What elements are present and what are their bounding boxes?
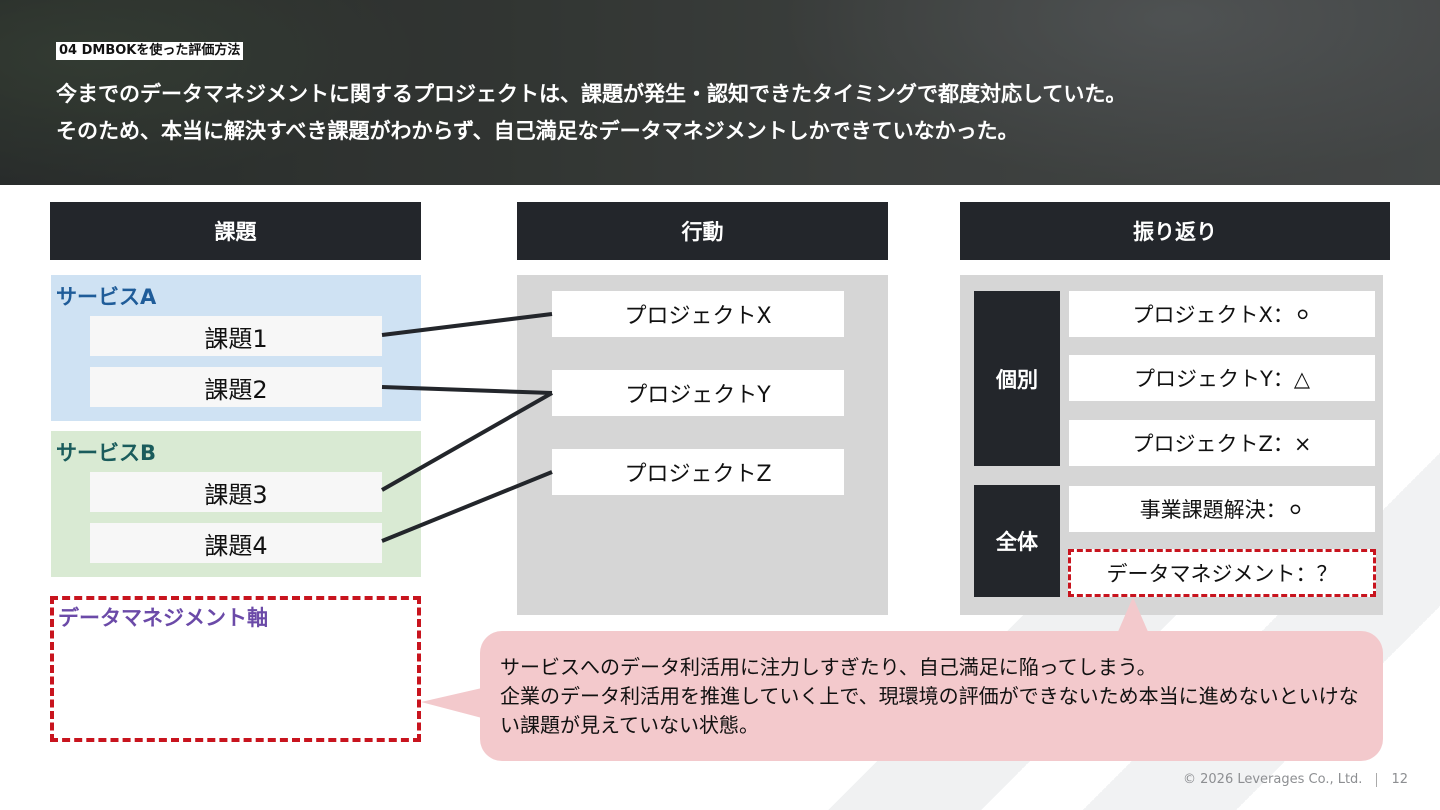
issue-3: 課題3 <box>90 472 382 512</box>
section-tag: 04 DMBOKを使った評価方法 <box>56 42 243 60</box>
service-a-group: サービスA 課題1 課題2 <box>51 275 421 421</box>
service-b-group: サービスB 課題3 課題4 <box>51 431 421 577</box>
callout-text: サービスへのデータ利活用に注力しすぎたり、自己満足に陥ってしまう。 企業のデータ… <box>500 653 1370 740</box>
actions-column-header: 行動 <box>517 202 888 260</box>
review-project-z: プロジェクトZ：× <box>1069 420 1375 466</box>
footer: © 2026 Leverages Co., Ltd. 12 <box>1183 772 1408 787</box>
callout-bubble: サービスへのデータ利活用に注力しすぎたり、自己満足に陥ってしまう。 企業のデータ… <box>480 631 1383 761</box>
project-z: プロジェクトZ <box>552 449 844 495</box>
hero-banner: 04 DMBOKを使った評価方法 今までのデータマネジメントに関するプロジェクト… <box>0 0 1440 185</box>
data-management-axis-box: データマネジメント軸 <box>50 596 421 742</box>
issue-4: 課題4 <box>90 523 382 563</box>
page-number: 12 <box>1391 772 1408 787</box>
issues-column-header: 課題 <box>50 202 421 260</box>
review-project-y: プロジェクトY：△ <box>1069 355 1375 401</box>
individual-label: 個別 <box>974 291 1060 466</box>
callout-line-1: サービスへのデータ利活用に注力しすぎたり、自己満足に陥ってしまう。 <box>500 653 1370 682</box>
review-project-x: プロジェクトX：⚪ <box>1069 291 1375 337</box>
project-x: プロジェクトX <box>552 291 844 337</box>
review-column-header: 振り返り <box>960 202 1390 260</box>
review-business-issue: 事業課題解決：⚪ <box>1069 486 1375 532</box>
lead-text: 今までのデータマネジメントに関するプロジェクトは、課題が発生・認知できたタイミン… <box>56 76 1126 150</box>
copyright: © 2026 Leverages Co., Ltd. <box>1183 772 1362 787</box>
overall-label: 全体 <box>974 485 1060 597</box>
service-b-title: サービスB <box>56 437 156 467</box>
footer-divider <box>1376 773 1377 787</box>
callout-pointer-left <box>421 688 482 718</box>
callout-line-2: 企業のデータ利活用を推進していく上で、現環境の評価ができないため本当に進めないと… <box>500 682 1370 740</box>
lead-line-2: そのため、本当に解決すべき課題がわからず、自己満足なデータマネジメントしかできて… <box>56 113 1126 150</box>
review-data-management: データマネジメント：？ <box>1068 549 1376 597</box>
lead-line-1: 今までのデータマネジメントに関するプロジェクトは、課題が発生・認知できたタイミン… <box>56 76 1126 113</box>
service-a-title: サービスA <box>56 281 156 311</box>
data-management-axis-title: データマネジメント軸 <box>58 602 268 632</box>
project-y: プロジェクトY <box>552 370 844 416</box>
issue-1: 課題1 <box>90 316 382 356</box>
issue-2: 課題2 <box>90 367 382 407</box>
